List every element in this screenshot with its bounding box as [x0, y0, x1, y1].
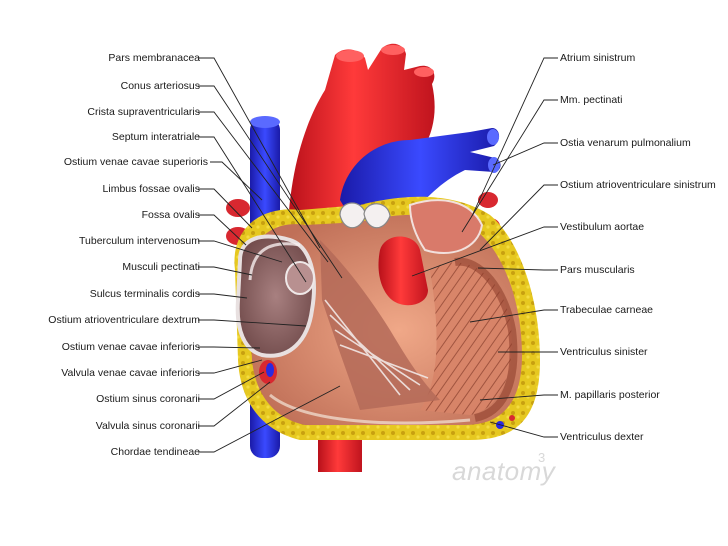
label-conus-arteriosus: Conus arteriosus — [120, 80, 200, 92]
label-ostium-atrioventriculare-dextrum: Ostium atrioventriculare dextrum — [48, 314, 200, 326]
trabeculae-region — [420, 262, 512, 415]
label-fossa-ovalis: Fossa ovalis — [141, 209, 200, 221]
vestibulum-aortae-shape — [378, 236, 428, 306]
left-atrium-shape — [408, 199, 484, 254]
label-ostium-atrioventriculare-sinistrum: Ostium atrioventriculare sinistrum — [560, 179, 716, 191]
label-trabeculae-carneae: Trabeculae carneae — [560, 304, 654, 316]
label-ostium-venae-cavae-superioris: Ostium venae cavae superioris — [63, 156, 208, 168]
label-ostium-sinus-coronarii: Ostium sinus coronarii — [96, 393, 200, 405]
label-tuberculum-intervenosum: Tuberculum intervenosum — [79, 235, 200, 247]
label-pars-membranacea: Pars membranacea — [108, 52, 200, 64]
label-limbus-fossae-ovalis: Limbus fossae ovalis — [102, 183, 200, 195]
label-m-papillaris-posterior: M. papillaris posterior — [560, 389, 660, 401]
label-septum-interatriale: Septum interatriale — [111, 131, 200, 143]
label-vestibulum-aortae: Vestibulum aortae — [560, 221, 645, 233]
leader-lines-left — [198, 57, 343, 453]
label-ventriculus-dexter: Ventriculus dexter — [560, 431, 644, 443]
label-pars-muscularis: Pars muscularis — [560, 264, 635, 276]
descending-aorta-shape — [318, 440, 362, 472]
label-ostium-venae-cavae-inferioris: Ostium venae cavae inferioris — [61, 341, 200, 353]
label-atrium-sinistrum: Atrium sinistrum — [560, 52, 636, 64]
label-sulcus-terminalis-cordis: Sulcus terminalis cordis — [89, 288, 200, 300]
label-ventriculus-sinister: Ventriculus sinister — [560, 346, 648, 358]
right-atrium-shape — [235, 234, 316, 358]
label-valvula-venae-cavae-inferioris: Valvula venae cavae inferioris — [61, 367, 200, 379]
label-mm-pectinati: Mm. pectinati — [560, 94, 623, 106]
septum-shape — [320, 240, 440, 410]
label-crista-supraventricularis: Crista supraventricularis — [87, 106, 200, 118]
leader-lines-right — [411, 57, 558, 438]
label-valvula-sinus-coronarii: Valvula sinus coronarii — [95, 420, 200, 432]
label-ostia-venarum-pulmonalium: Ostia venarum pulmonalium — [560, 137, 691, 149]
slide-number: 3 — [538, 450, 546, 465]
label-musculi-pectinati: Musculi pectinati — [122, 261, 200, 273]
watermark-text: anatomy — [452, 456, 556, 486]
label-chordae-tendineae: Chordae tendineae — [110, 446, 200, 458]
aortic-valve-cusps — [339, 202, 391, 229]
